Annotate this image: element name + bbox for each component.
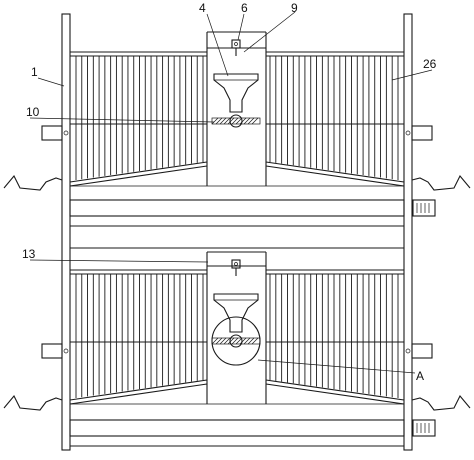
feed-hopper-icon — [211, 293, 261, 366]
left-trough-lower — [3, 395, 63, 411]
callout-26: 26 — [423, 57, 437, 71]
leader-lines — [29, 11, 433, 374]
callout-13: 13 — [22, 247, 36, 261]
frame — [61, 13, 413, 451]
left-bracket-lower — [41, 343, 63, 359]
nipple-drinker-icon — [231, 39, 241, 56]
left-trough-upper — [3, 175, 63, 191]
detail-circle-a — [211, 316, 261, 366]
callouts: 4 6 9 1 26 10 13 A — [22, 1, 437, 383]
callout-4: 4 — [199, 1, 206, 15]
left-mesh-upper — [70, 51, 207, 180]
callout-6: 6 — [241, 1, 248, 15]
motor-icon — [412, 419, 436, 437]
right-trough-lower — [411, 395, 471, 411]
callout-1: 1 — [31, 65, 38, 79]
motor-icon — [412, 199, 436, 217]
right-trough-upper — [411, 175, 471, 191]
right-bracket-lower — [411, 343, 433, 359]
lower-tier — [3, 225, 471, 447]
left-mesh-lower — [70, 269, 207, 398]
upper-tier — [3, 39, 471, 217]
feed-hopper-icon — [211, 73, 261, 128]
nipple-drinker-icon — [231, 259, 241, 276]
callout-9: 9 — [291, 1, 298, 15]
right-mesh-upper — [266, 51, 404, 180]
right-bracket-upper — [411, 125, 433, 141]
callout-a: A — [416, 369, 424, 383]
right-mesh-lower — [266, 269, 404, 398]
left-bracket-upper — [41, 125, 63, 141]
callout-10: 10 — [26, 105, 40, 119]
